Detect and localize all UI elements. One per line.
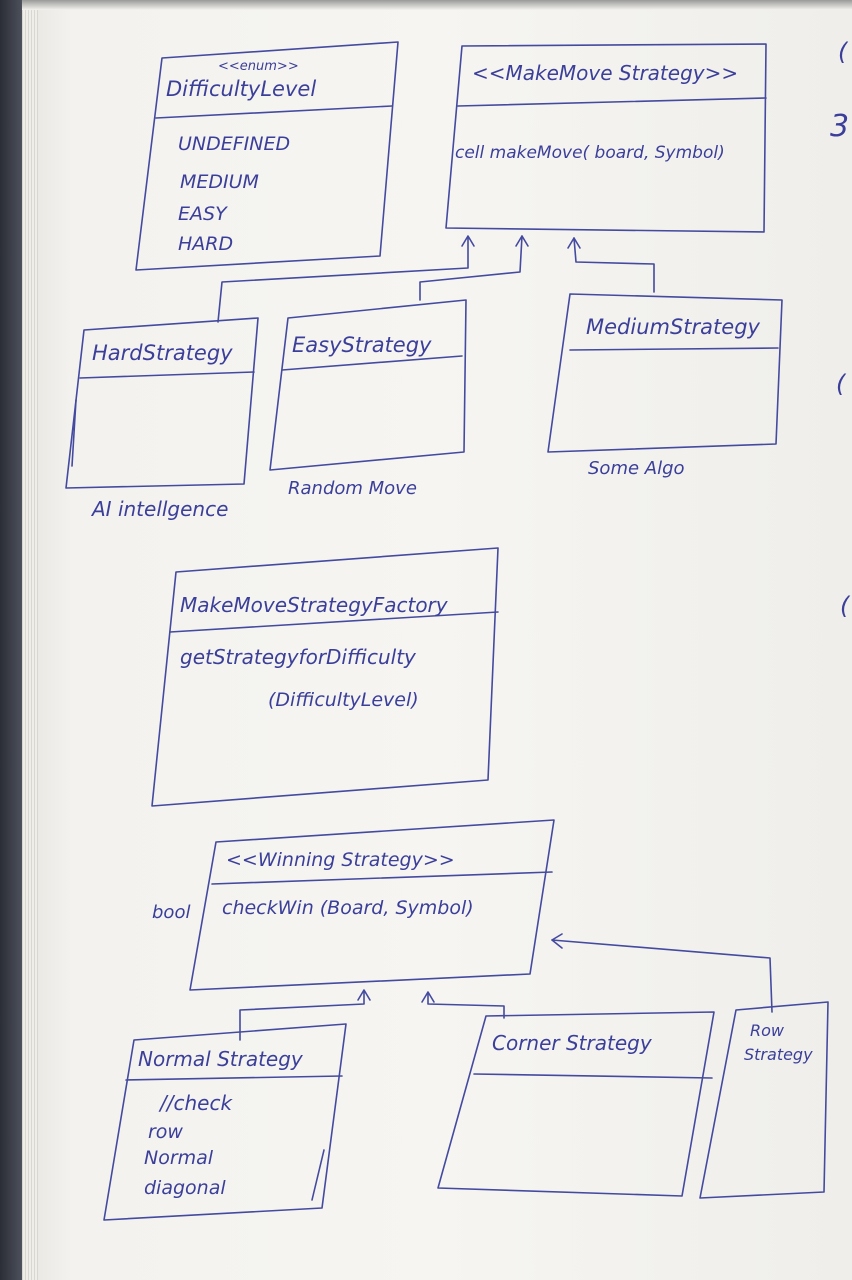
paper-sheet [22, 0, 852, 1280]
margin-mark-3: ( [836, 370, 847, 398]
hard-strategy-box: HardStrategy AI intellgence [65, 317, 259, 521]
easy-strategy-note: Random Move [288, 478, 417, 499]
factory-name: MakeMoveStrategyFactory [180, 593, 449, 617]
factory-method-line2: (DifficultyLevel) [268, 689, 419, 711]
strategy-factory-box: MakeMoveStrategyFactory getStrategyforDi… [151, 547, 499, 807]
normal-strategy-name: Normal Strategy [138, 1047, 304, 1071]
easy-strategy-name: EasyStrategy [292, 333, 432, 357]
margin-mark-4: ( [840, 592, 851, 620]
row-strategy-name-line2: Strategy [744, 1045, 813, 1064]
corner-strategy-name: Corner Strategy [492, 1031, 653, 1055]
make-move-strategy-interface-box: <<MakeMove Strategy>> cell makeMove( boa… [445, 43, 767, 233]
hard-strategy-name: HardStrategy [92, 341, 233, 365]
hard-strategy-note: AI intellgence [90, 497, 228, 521]
difficulty-level-enum-box: <<enum>> DifficultyLevel UNDEFINED MEDIU… [135, 41, 399, 271]
margin-mark-2: 3 [830, 109, 849, 144]
make-move-inheritance-arrows [217, 235, 655, 323]
normal-strategy-note-2: row [148, 1121, 183, 1143]
medium-strategy-name: MediumStrategy [586, 315, 761, 339]
enum-value-hard: HARD [178, 233, 233, 255]
row-strategy-box: Row Strategy [699, 1001, 829, 1199]
normal-strategy-box: Normal Strategy //check row Normal diago… [103, 1023, 347, 1221]
factory-method-line1: getStrategyforDifficulty [180, 645, 417, 669]
make-move-method: cell makeMove( board, Symbol) [455, 143, 725, 163]
margin-mark-1: ( [838, 38, 849, 66]
make-move-strategy-name: <<MakeMove Strategy>> [472, 61, 738, 85]
row-strategy-name-line1: Row [750, 1021, 785, 1040]
winning-strategy-name: <<Winning Strategy>> [226, 849, 455, 871]
normal-strategy-note-4: diagonal [144, 1177, 226, 1199]
winning-inheritance-arrows [239, 933, 773, 1041]
enum-value-undefined: UNDEFINED [178, 133, 290, 155]
enum-value-easy: EASY [178, 203, 228, 225]
normal-strategy-note-3: Normal [144, 1147, 214, 1169]
paper-page-edges [22, 0, 38, 1280]
enum-name: DifficultyLevel [166, 77, 316, 101]
margin-marks: ( 3 ( ( [830, 38, 851, 620]
winning-method-return-type: bool [152, 902, 190, 923]
normal-strategy-note-1: //check [158, 1091, 233, 1115]
corner-strategy-box: Corner Strategy [437, 1011, 715, 1197]
enum-stereotype: <<enum>> [218, 59, 299, 74]
paper-top-shadow [22, 0, 852, 10]
enum-value-medium: MEDIUM [180, 171, 259, 193]
easy-strategy-box: EasyStrategy Random Move [269, 299, 467, 499]
winning-strategy-interface-box: <<Winning Strategy>> bool checkWin (Boar… [152, 819, 555, 991]
medium-strategy-note: Some Algo [588, 458, 685, 479]
medium-strategy-box: MediumStrategy Some Algo [547, 293, 783, 479]
winning-method: checkWin (Board, Symbol) [222, 897, 474, 919]
